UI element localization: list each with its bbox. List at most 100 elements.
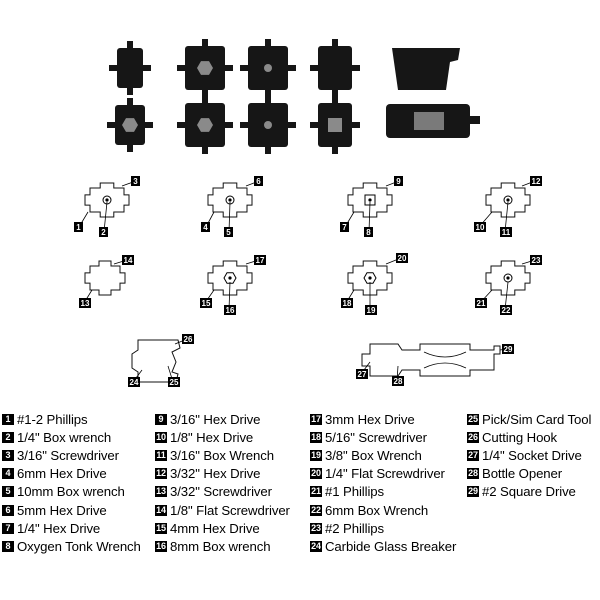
legend-label: 3/16" Screwdriver [17,447,119,463]
cutting-hook-outline [131,339,181,383]
legend-number-badge: 17 [310,413,322,425]
tool-piece-photo [107,98,153,152]
legend-label: #2 Square Drive [482,484,576,500]
svg-text:5: 5 [226,228,231,237]
legend-number-badge: 4 [2,468,14,480]
tool-piece-outline [485,182,531,218]
legend-label: 3mm Hex Drive [325,411,415,427]
legend-label: Cutting Hook [482,429,558,445]
legend-number-badge: 16 [155,540,167,552]
tool-piece-outline [207,260,253,296]
legend-item: 21#1 Phillips [310,483,456,501]
legend-number-badge: 9 [155,413,167,425]
tool-piece-outline [347,182,393,218]
legend-label: 1/4" Flat Screwdriver [325,466,445,482]
svg-text:9: 9 [396,177,401,186]
legend-label: 5/16" Screwdriver [325,429,427,445]
tool-number-badge: 3 [131,176,140,186]
tool-piece-outline [347,260,393,296]
tool-number-badge: 18 [341,298,353,308]
svg-text:20: 20 [398,254,407,263]
svg-text:18: 18 [343,299,352,308]
svg-text:4: 4 [203,223,208,232]
svg-text:26: 26 [184,335,193,344]
tool-number-badge: 17 [254,255,266,265]
legend-number-badge: 15 [155,522,167,534]
legend-number-badge: 27 [467,449,479,461]
legend-label: 4mm Hex Drive [170,520,260,536]
legend-label: 3/16" Hex Drive [170,411,261,427]
legend-number-badge: 1 [2,413,14,425]
svg-text:28: 28 [394,377,403,386]
legend-number-badge: 13 [155,486,167,498]
legend-label: 1/4" Socket Drive [482,447,582,463]
svg-text:6: 6 [256,177,261,186]
tool-number-badge: 13 [79,298,91,308]
tool-number-badge: 7 [340,222,349,232]
svg-text:8: 8 [366,228,371,237]
legend-label: 1/4" Hex Drive [17,520,101,536]
hex-opening [363,272,377,284]
tool-number-badge: 2 [99,227,108,237]
center-dot [368,276,372,280]
legend-number-badge: 12 [155,468,167,480]
svg-text:19: 19 [367,306,376,315]
legend-label: 6mm Hex Drive [17,466,107,482]
svg-text:13: 13 [81,299,90,308]
svg-text:15: 15 [202,299,211,308]
legend-number-badge: 18 [310,431,322,443]
tool-number-badge: 16 [224,305,236,315]
tool-piece-photo [240,39,296,97]
legend-label: 8mm Box wrench [170,538,271,554]
tool-number-badge: 24 [128,377,140,387]
product-photo [107,39,480,154]
tool-number-badge: 9 [394,176,403,186]
legend-label: Carbide Glass Breaker [325,538,457,554]
tool-number-badge: 8 [364,227,373,237]
tool-number-badge: 19 [365,305,377,315]
tool-number-badge: 27 [356,369,368,379]
svg-text:24: 24 [130,378,139,387]
legend-item: 29#2 Square Drive [467,483,591,501]
legend-label: 1/8" Flat Screwdriver [170,502,290,518]
hex-opening [223,272,237,284]
legend-number-badge: 19 [310,449,322,461]
bottle-opener-photo [386,48,480,138]
legend-number-badge: 5 [2,486,14,498]
legend-number-badge: 24 [310,540,322,552]
legend-label: Pick/Sim Card Tool [482,411,592,427]
svg-text:12: 12 [532,177,541,186]
legend-number-badge: 22 [310,504,322,516]
svg-text:22: 22 [502,306,511,315]
tool-number-badge: 21 [475,298,487,308]
legend-label: #1 Phillips [325,484,385,500]
center-dot [368,198,372,202]
legend-number-badge: 11 [155,449,167,461]
legend-label: 3/8" Box Wrench [325,447,422,463]
svg-text:3: 3 [133,177,138,186]
center-dot [228,276,232,280]
legend-number-badge: 29 [467,486,479,498]
svg-text:2: 2 [101,228,106,237]
bottle-opener-outline [361,343,501,377]
legend-label: 5mm Hex Drive [17,502,107,518]
tool-number-badge: 12 [530,176,542,186]
legend-label: Bottle Opener [482,466,563,482]
legend-label: #2 Phillips [325,520,385,536]
